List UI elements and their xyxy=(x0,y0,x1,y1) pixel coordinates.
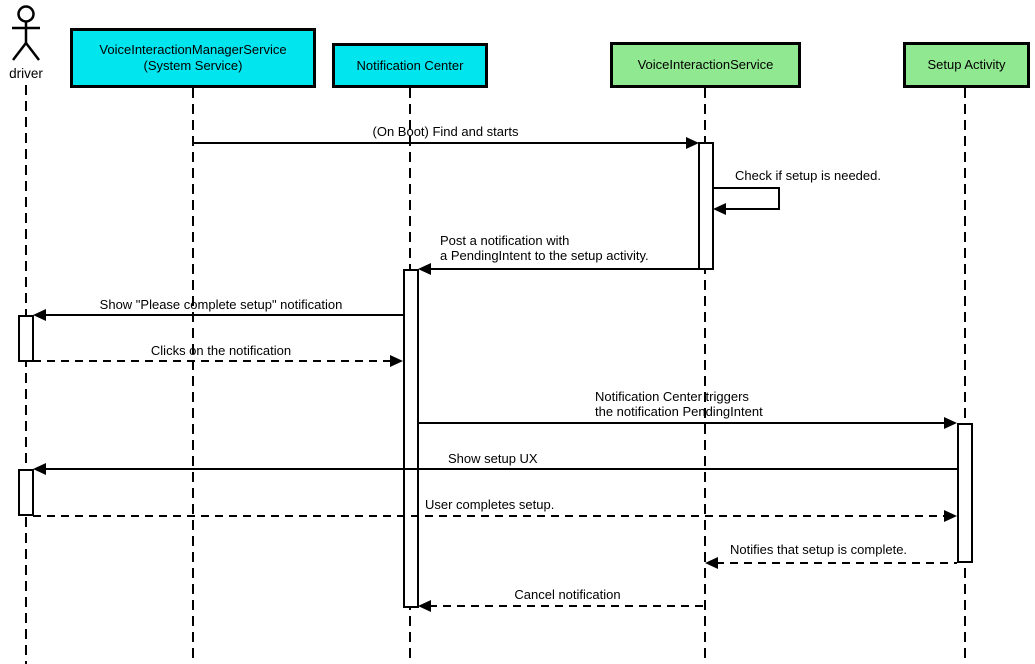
arrowhead-right-icon xyxy=(944,417,957,429)
participant-voice-interaction-manager-service: VoiceInteractionManagerService (System S… xyxy=(70,28,316,88)
activation-bar-notification-center xyxy=(403,269,419,608)
message-label: Notifies that setup is complete. xyxy=(730,542,908,557)
participant-voice-interaction-service: VoiceInteractionService xyxy=(610,42,801,88)
actor-icon xyxy=(12,5,40,61)
arrowhead-left-icon xyxy=(705,557,718,569)
arrowhead-left-icon xyxy=(713,203,726,215)
message-label: Cancel notification xyxy=(514,587,621,602)
arrowhead-right-icon xyxy=(686,137,699,149)
participant-setup-activity: Setup Activity xyxy=(903,42,1030,88)
arrowhead-right-icon xyxy=(944,510,957,522)
message-label: Notification Center triggers the notific… xyxy=(595,389,763,419)
message-label: (On Boot) Find and starts xyxy=(372,124,519,139)
activation-bar-setup-activity xyxy=(957,423,973,563)
arrowhead-left-icon xyxy=(418,600,431,612)
message-label: Show "Please complete setup" notificatio… xyxy=(99,297,343,312)
activation-bar-driver-1 xyxy=(18,315,34,362)
message-line xyxy=(713,187,780,189)
actor-label: driver xyxy=(9,66,43,81)
message-line xyxy=(193,142,687,144)
message-line xyxy=(778,187,780,210)
message-line xyxy=(716,562,957,564)
message-line xyxy=(429,605,705,607)
message-line xyxy=(44,314,403,316)
message-line xyxy=(418,422,946,424)
message-label: Clicks on the notification xyxy=(150,343,292,358)
message-line xyxy=(33,360,392,362)
message-line xyxy=(44,468,957,470)
activation-bar-driver-2 xyxy=(18,469,34,516)
message-label: Post a notification with a PendingIntent… xyxy=(440,233,649,263)
message-label: Show setup UX xyxy=(448,451,538,466)
lifeline-driver xyxy=(25,85,27,664)
activation-bar-voice-interaction-service xyxy=(698,142,714,270)
arrowhead-left-icon xyxy=(418,263,431,275)
lifeline-setup-activity xyxy=(964,88,966,664)
message-label: Check if setup is needed. xyxy=(735,168,881,183)
participant-label: Notification Center xyxy=(356,57,464,73)
arrowhead-left-icon xyxy=(33,309,46,321)
message-line xyxy=(429,268,698,270)
arrowhead-right-icon xyxy=(390,355,403,367)
participant-label: Setup Activity xyxy=(927,57,1006,72)
message-label: User completes setup. xyxy=(425,497,555,512)
lifeline-voice-interaction-manager-service xyxy=(192,88,194,664)
message-line xyxy=(33,515,946,517)
message-line xyxy=(724,208,780,210)
arrowhead-left-icon xyxy=(33,463,46,475)
participant-label: VoiceInteractionManagerService (System S… xyxy=(99,42,287,73)
participant-label: VoiceInteractionService xyxy=(637,57,774,72)
lifeline-voice-interaction-service xyxy=(704,88,706,664)
participant-notification-center: Notification Center xyxy=(332,43,488,88)
